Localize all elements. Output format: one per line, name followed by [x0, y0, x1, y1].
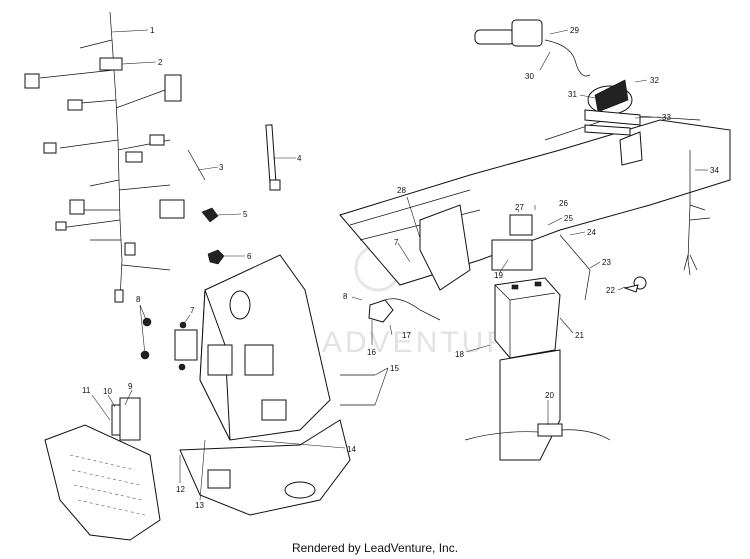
- callout-7: 7: [190, 306, 195, 315]
- callout-9: 9: [128, 382, 133, 391]
- callout-27: 27: [515, 203, 524, 212]
- footer-credit: Rendered by LeadVenture, Inc.: [291, 541, 459, 555]
- bracket-33: [619, 131, 643, 166]
- callout-14: 14: [347, 445, 356, 454]
- cable-23: [559, 234, 591, 301]
- callout-2: 2: [158, 58, 163, 67]
- callout-23: 23: [602, 258, 611, 267]
- frame-base: [179, 419, 351, 516]
- cable-20-sleeve: [537, 423, 563, 437]
- callout-25: 25: [564, 214, 573, 223]
- callout-29: 29: [570, 26, 579, 35]
- callout-18: 18: [455, 350, 464, 359]
- callout-20: 20: [545, 391, 554, 400]
- battery: [494, 277, 561, 359]
- callout-10: 10: [103, 387, 112, 396]
- callout-11: 11: [82, 386, 91, 395]
- callout-3: 3: [219, 163, 224, 172]
- wiring-harness: [24, 11, 185, 303]
- callout-19: 19: [494, 271, 503, 280]
- callout-33: 33: [662, 113, 671, 122]
- handlebar-throttle: [474, 19, 591, 77]
- rod-4: [265, 124, 281, 191]
- callout-4: 4: [297, 154, 302, 163]
- callout-16: 16: [367, 348, 376, 357]
- callout-13: 13: [195, 501, 204, 510]
- leader-lines: [91, 29, 708, 501]
- callout-21: 21: [575, 331, 584, 340]
- relay-16: [368, 299, 394, 323]
- callout-24: 24: [587, 228, 596, 237]
- bolt-3: [187, 149, 206, 181]
- switch-5: [201, 207, 219, 223]
- callout-15: 15: [390, 364, 399, 373]
- callout-34: 34: [710, 166, 719, 175]
- callout-22: 22: [606, 286, 615, 295]
- cable-17: [384, 298, 441, 321]
- guard: [44, 397, 161, 541]
- callout-5: 5: [243, 210, 248, 219]
- horn-31: [584, 79, 641, 126]
- callout-8-right: 8: [343, 292, 348, 301]
- callout-7-right: 7: [394, 238, 399, 247]
- callout-28: 28: [397, 186, 406, 195]
- callout-1: 1: [150, 26, 155, 35]
- battery-box-19: [491, 239, 533, 271]
- electrical-panel: [174, 254, 331, 441]
- callout-8: 8: [136, 295, 141, 304]
- callout-31: 31: [568, 90, 577, 99]
- decal-33: [584, 124, 631, 136]
- callout-numbers: 1 2 3 4 5 6 7 8 9 10 11 12 13 14 15 16 1…: [82, 26, 719, 510]
- bracket-27: [509, 214, 533, 236]
- callout-17: 17: [402, 331, 411, 340]
- callout-30: 30: [525, 72, 534, 81]
- bolts-15: [340, 374, 375, 406]
- callout-6: 6: [247, 252, 252, 261]
- key-22: [623, 276, 647, 293]
- callout-12: 12: [176, 485, 185, 494]
- harness-34: [683, 150, 711, 276]
- callout-32: 32: [650, 76, 659, 85]
- callout-26: 26: [559, 199, 568, 208]
- switch-6: [207, 249, 225, 265]
